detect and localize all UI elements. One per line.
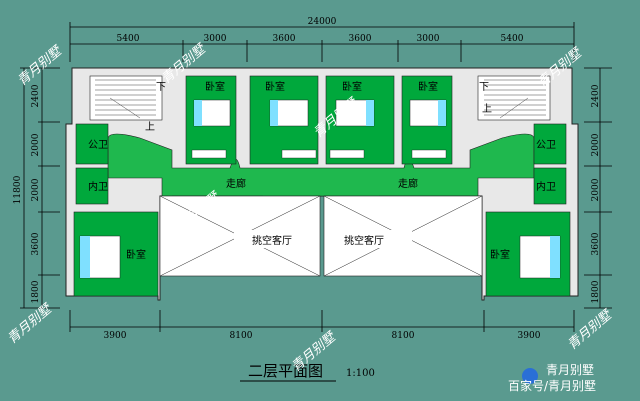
dim-top-6: 5400 xyxy=(501,34,524,44)
toilet-right-upper xyxy=(533,123,567,165)
top-dimensions xyxy=(69,22,575,62)
bedroom-upper-2-label: 卧室 xyxy=(265,80,285,93)
right-dimensions xyxy=(584,67,612,309)
dim-right-5: 1800 xyxy=(591,280,601,303)
brand-source: 百家号/青月别墅 xyxy=(508,378,596,393)
bedroom-upper-4-label: 卧室 xyxy=(418,80,438,93)
toilet-left-upper xyxy=(75,123,109,165)
void-left-label-bg xyxy=(234,230,316,248)
dim-bottom-3: 8100 xyxy=(392,331,415,341)
toilet-left-lower xyxy=(75,167,109,205)
bedroom-lower-left-label: 卧室 xyxy=(126,248,146,261)
bed-icons-lower xyxy=(79,235,561,279)
toilet-right-lower-label: 内卫 xyxy=(536,180,556,193)
toilet-right-upper-label: 公卫 xyxy=(536,140,556,151)
void-living-right-label: 挑空客厅 xyxy=(344,234,384,247)
dim-left-5: 1800 xyxy=(31,280,41,303)
stair-left-treads xyxy=(95,79,156,119)
dim-bottom-1: 3900 xyxy=(104,331,127,341)
dim-left-2: 2000 xyxy=(31,133,41,156)
bedroom-lower-right-label: 卧室 xyxy=(490,248,510,261)
dim-right-2: 2000 xyxy=(591,133,601,156)
dim-top-2: 3000 xyxy=(204,34,227,44)
dim-top-3: 3600 xyxy=(273,34,296,44)
brand-label: 青月别墅 xyxy=(546,363,594,377)
toilet-left-upper-label: 公卫 xyxy=(88,140,108,151)
stair-right xyxy=(477,75,551,121)
stair-right-treads xyxy=(484,79,546,119)
bottom-dimensions xyxy=(69,310,575,332)
dim-top-5: 3000 xyxy=(417,34,440,44)
dim-left-1: 2400 xyxy=(31,84,41,107)
building: 下 上 下 上 走廊 走廊 卧室 卧室 卧室 卧室 xyxy=(65,67,579,301)
dim-right-1: 2400 xyxy=(591,84,601,107)
dim-top-4: 3600 xyxy=(349,34,372,44)
void-living-left-label: 挑空客厅 xyxy=(252,234,292,247)
toilet-left-lower-label: 内卫 xyxy=(88,180,108,193)
bed-icons-upper xyxy=(193,99,447,127)
toilet-right-lower xyxy=(533,167,567,205)
dim-right-3: 2000 xyxy=(591,178,601,201)
dim-overall: 24000 xyxy=(308,17,337,27)
void-right-label-bg xyxy=(330,230,412,248)
wardrobes-upper xyxy=(191,149,447,159)
dim-right-4: 3600 xyxy=(591,232,601,255)
branding: 青月别墅 百家号/青月别墅 xyxy=(508,363,596,393)
dim-top-1: 5400 xyxy=(117,34,140,44)
corridor-right-label: 走廊 xyxy=(398,177,418,190)
stair-left xyxy=(89,75,163,121)
dim-left-3: 2000 xyxy=(31,178,41,201)
bedroom-upper-1-label: 卧室 xyxy=(205,80,225,93)
stair-left-down-label: 下 xyxy=(156,82,166,93)
bedroom-upper-3-label: 卧室 xyxy=(342,80,362,93)
stair-left-up-label: 上 xyxy=(145,121,155,133)
left-dimensions xyxy=(20,67,60,309)
dim-left-total: 11800 xyxy=(13,175,23,204)
paw-logo-icon xyxy=(522,368,538,384)
corridor-left-label: 走廊 xyxy=(226,177,246,190)
stair-right-up-label: 上 xyxy=(482,103,492,115)
dim-left-4: 3600 xyxy=(31,232,41,255)
plan-scale: 1:100 xyxy=(346,368,375,379)
dim-bottom-4: 3900 xyxy=(518,331,541,341)
plan-title: 二层平面图 xyxy=(248,362,323,380)
stair-right-down-label: 下 xyxy=(479,82,489,93)
dim-bottom-2: 8100 xyxy=(230,331,253,341)
